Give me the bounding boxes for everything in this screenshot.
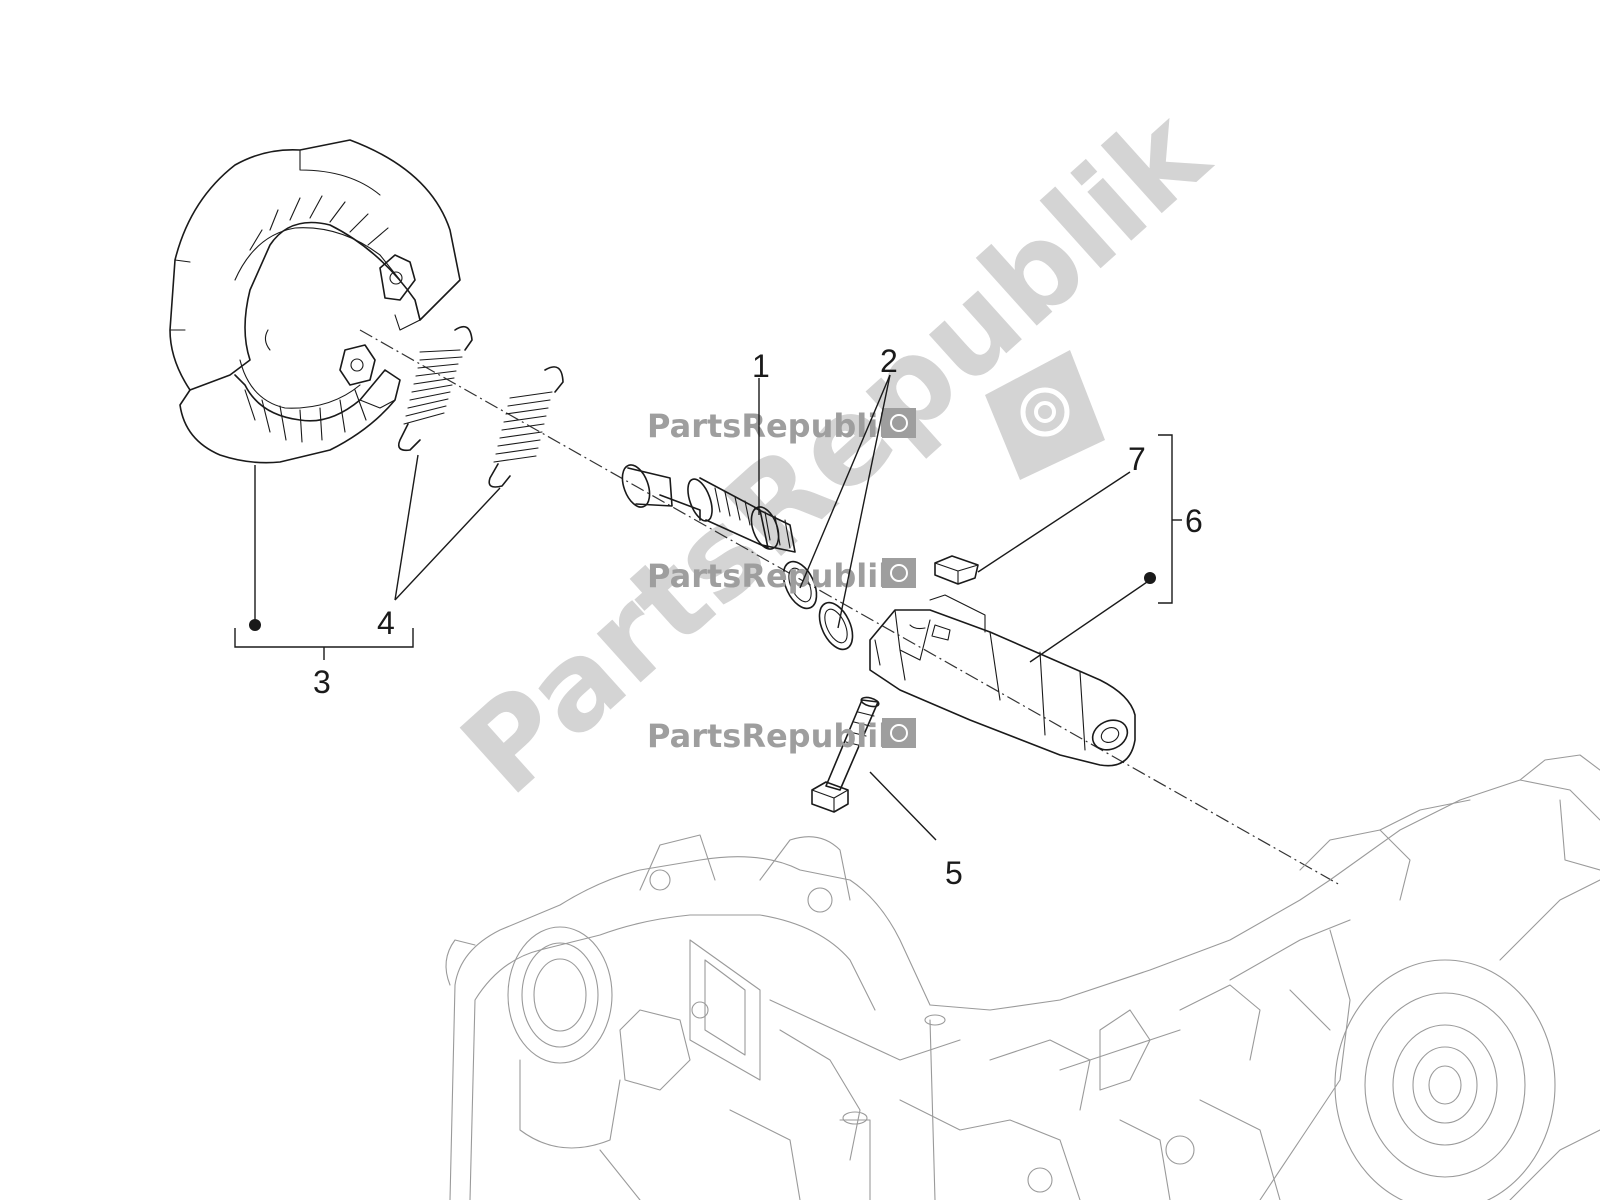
watermark-label: PartsRepublik bbox=[647, 407, 900, 445]
watermark-gear-icon bbox=[1020, 387, 1070, 437]
watermark-diagonal-text: PartsRepublik bbox=[436, 83, 1235, 822]
key-block bbox=[934, 555, 979, 585]
watermark-gear-icon bbox=[890, 564, 908, 582]
watermark-small-1: PartsRepublik bbox=[647, 407, 916, 445]
leader-lines bbox=[234, 374, 1182, 841]
springs bbox=[397, 325, 564, 488]
assembly-axis bbox=[359, 329, 1341, 886]
watermark-label: PartsRepublik bbox=[647, 557, 900, 595]
watermark-gear-icon bbox=[890, 724, 908, 742]
washers bbox=[782, 560, 854, 651]
brake-cam bbox=[621, 464, 796, 553]
callout-7: 7 bbox=[1128, 441, 1146, 477]
watermark-gear-icon bbox=[890, 414, 908, 432]
callout-3: 3 bbox=[313, 664, 331, 700]
watermark-small-2: PartsRepublik bbox=[647, 557, 916, 595]
callout-1: 1 bbox=[752, 348, 770, 384]
callout-5: 5 bbox=[945, 855, 963, 891]
brake-lever bbox=[869, 594, 1136, 767]
watermark-flag bbox=[985, 350, 1105, 480]
bolt bbox=[811, 696, 880, 813]
crankcase-ghost bbox=[445, 754, 1600, 1200]
callout-labels: 1 2 3 4 5 6 7 bbox=[313, 343, 1203, 891]
brake-shoe-assembly bbox=[169, 139, 461, 464]
watermark-small-3: PartsRepublik bbox=[647, 717, 916, 755]
callout-2: 2 bbox=[880, 343, 898, 379]
watermark-large: PartsRepublik bbox=[436, 83, 1235, 822]
callout-4: 4 bbox=[377, 605, 395, 641]
callout-6: 6 bbox=[1185, 503, 1203, 539]
watermark-label: PartsRepublik bbox=[647, 717, 900, 755]
